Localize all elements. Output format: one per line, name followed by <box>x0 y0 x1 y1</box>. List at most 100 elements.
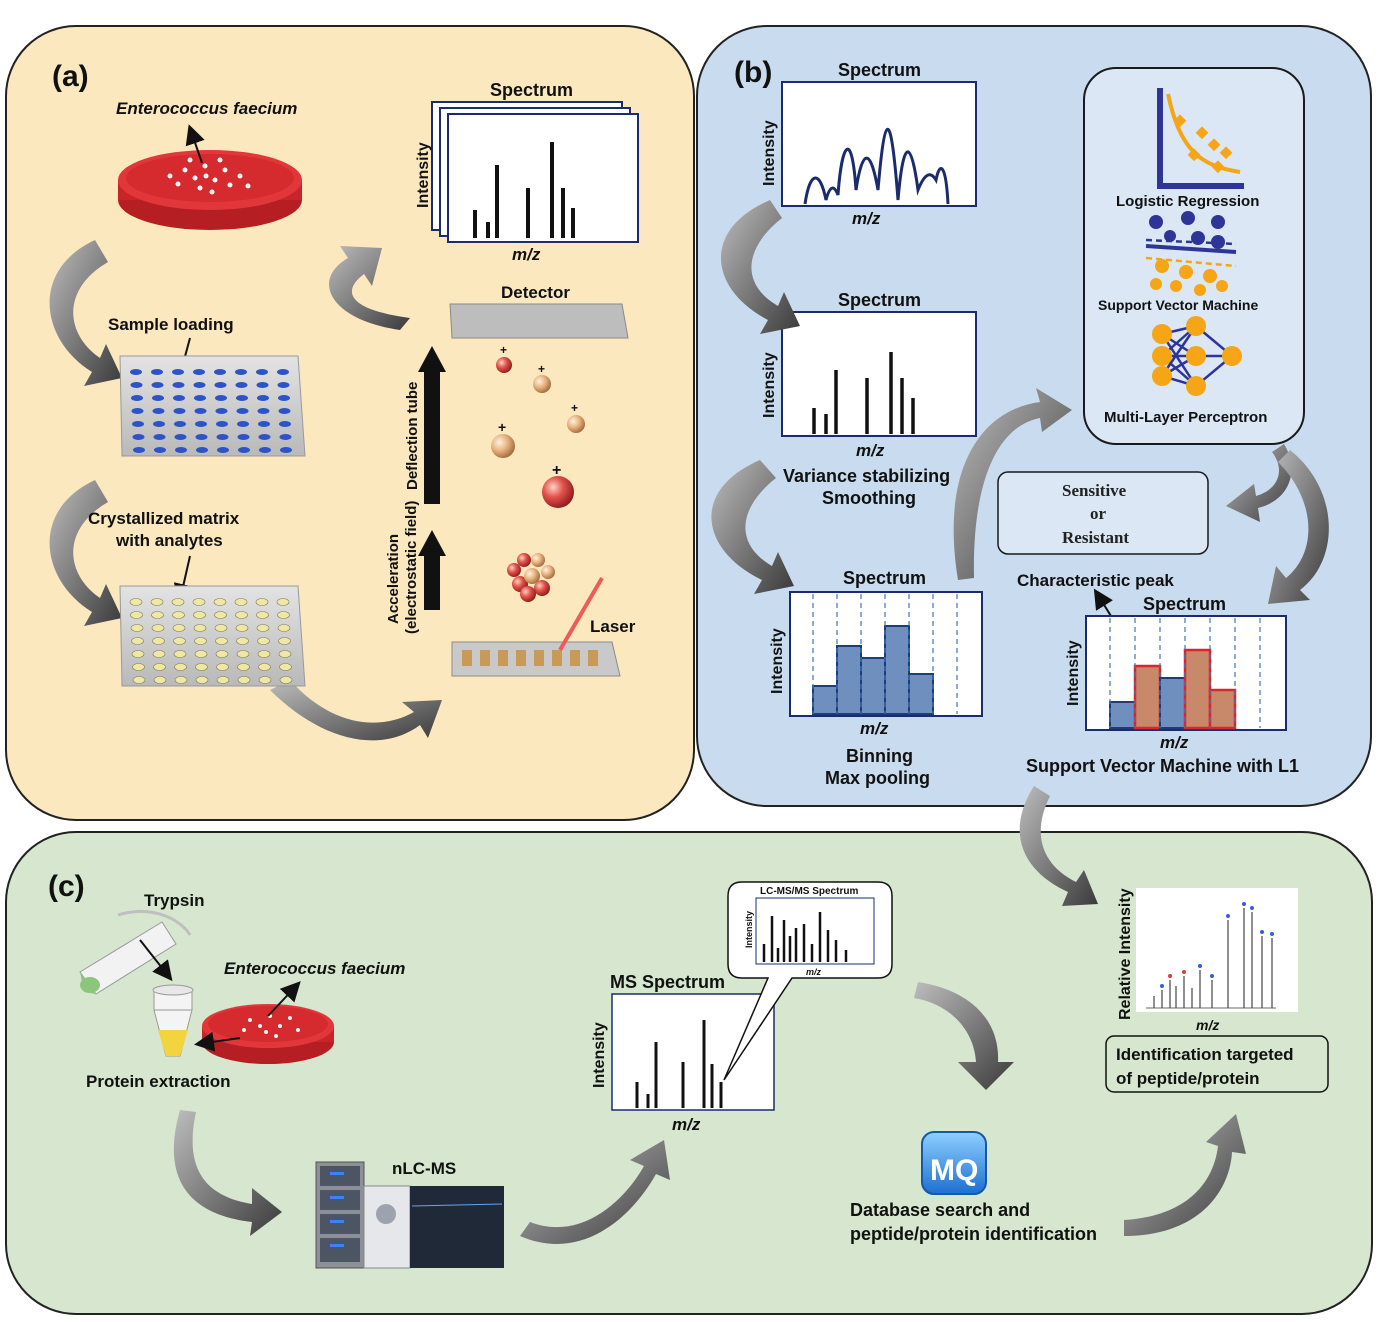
svg-text:+: + <box>552 462 561 479</box>
identification-label-1: Identification targeted <box>1116 1045 1294 1064</box>
well-spot <box>217 447 229 453</box>
curved-arrow-icon <box>1268 450 1329 604</box>
ml-models-box <box>1083 67 1305 445</box>
spectrum-b2-peaks <box>812 352 915 434</box>
well-spot <box>278 637 291 645</box>
well-spot <box>215 637 228 645</box>
nlcms-instrument-icon <box>315 1161 504 1269</box>
well-spot <box>214 369 226 375</box>
well-spot <box>258 676 272 684</box>
well-spot <box>132 676 146 684</box>
well-spot <box>279 434 292 440</box>
well-spot <box>133 447 145 453</box>
spectrum-a <box>431 101 639 243</box>
well-spot <box>153 676 167 684</box>
max-pooling-label: Max pooling <box>825 768 930 788</box>
annotated-spectrum-peaks <box>1146 908 1276 1009</box>
well-spot <box>153 663 166 671</box>
ms-spectrum-frame <box>611 993 775 1111</box>
ms-spectrum-ylabel: Intensity <box>591 1022 608 1088</box>
well-spot <box>237 421 249 427</box>
curved-arrow-icon <box>329 246 410 330</box>
spectrum-b4-gridlines <box>1109 618 1261 728</box>
well-spot <box>193 611 206 619</box>
well-spot <box>172 369 184 375</box>
panel-c-tag: (c) <box>48 870 85 903</box>
sample-plate-icon <box>119 355 306 457</box>
well-spot <box>132 421 144 427</box>
well-spot <box>154 447 166 453</box>
relative-intensity-label: Relative Intensity <box>1117 888 1134 1020</box>
well-spot <box>171 598 185 606</box>
spectrum-b3-xlabel: m/z <box>860 719 889 738</box>
well-spot <box>152 395 164 401</box>
well-spot <box>256 382 269 388</box>
well-spot <box>132 434 145 440</box>
well-spot <box>237 663 250 671</box>
ion-balls: + + + + + <box>491 343 585 602</box>
curved-arrow-icon <box>520 1140 670 1244</box>
well-spot <box>150 598 164 606</box>
well-spot <box>258 421 270 427</box>
well-spot <box>236 650 250 658</box>
annotated-spectrum-xlabel: m/z <box>1196 1017 1219 1033</box>
panel-b: (b) Spectrum Intensity m/z Spectrum Inte… <box>696 25 1372 807</box>
spectrum-a-xlabel: m/z <box>512 245 541 264</box>
binning-label: Binning <box>846 746 913 766</box>
well-spot <box>258 663 271 671</box>
well-spot <box>257 408 270 414</box>
svm-icon <box>1145 211 1237 296</box>
well-spot <box>196 447 208 453</box>
well-spot <box>173 637 186 645</box>
well-spot <box>216 421 228 427</box>
well-spot <box>257 637 270 645</box>
smoothing-label: Smoothing <box>822 488 916 508</box>
well-spot <box>256 624 270 632</box>
svm-l1-label: Support Vector Machine with L1 <box>1026 756 1299 776</box>
curved-arrow-icon <box>1019 786 1098 906</box>
well-spot <box>255 598 269 606</box>
well-spot <box>152 637 165 645</box>
svg-text:+: + <box>538 362 545 376</box>
well-spot <box>131 408 144 414</box>
well-spot <box>216 676 230 684</box>
well-spot <box>279 421 291 427</box>
well-spot <box>216 434 229 440</box>
well-spot <box>279 663 292 671</box>
well-spot <box>172 624 186 632</box>
crystallized-plate-icon <box>119 585 306 687</box>
curved-arrow-icon <box>953 388 1072 580</box>
well-spot <box>130 611 143 619</box>
laser-label: Laser <box>590 617 636 636</box>
model-label-1: Support Vector Machine <box>1098 297 1258 313</box>
well-spot <box>215 395 227 401</box>
well-spot <box>194 637 207 645</box>
well-spot <box>151 369 163 375</box>
well-spot <box>257 650 271 658</box>
maxquant-logo-icon: MQ <box>921 1131 987 1195</box>
identification-label-2: of peptide/protein <box>1116 1069 1260 1088</box>
svg-text:+: + <box>571 401 578 415</box>
well-spot <box>173 408 186 414</box>
well-spot <box>259 447 271 453</box>
db-search-label-2: peptide/protein identification <box>850 1224 1097 1244</box>
well-spot <box>257 395 269 401</box>
well-spot <box>193 624 207 632</box>
spectrum-b4-xlabel: m/z <box>1160 733 1189 752</box>
well-spot <box>129 598 143 606</box>
acceleration-label-1: Acceleration <box>385 534 402 624</box>
curved-arrow-icon <box>173 1110 282 1236</box>
well-spot <box>153 421 165 427</box>
petri-dish-icon <box>202 1004 334 1064</box>
spectrum-b2-title: Spectrum <box>838 290 921 310</box>
well-spot <box>131 637 144 645</box>
crystallized-label-1: Crystallized matrix <box>88 509 240 528</box>
db-search-label-1: Database search and <box>850 1200 1030 1220</box>
result-or: or <box>1090 504 1107 523</box>
spectrum-b2-xlabel: m/z <box>856 441 885 460</box>
annotated-spectrum-frame <box>1136 888 1298 1012</box>
variance-stabilizing-label: Variance stabilizing <box>783 466 950 486</box>
detector-plate <box>449 303 629 339</box>
well-spot <box>152 650 166 658</box>
